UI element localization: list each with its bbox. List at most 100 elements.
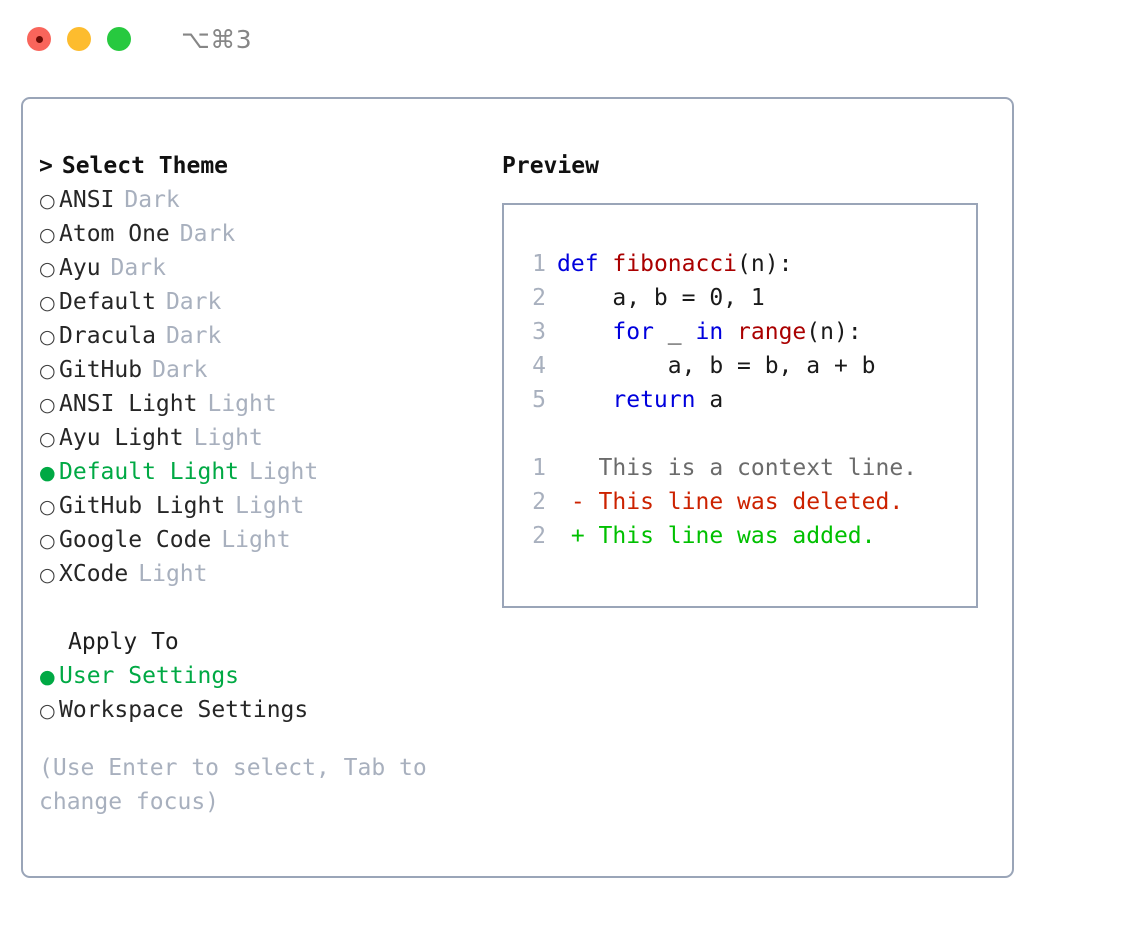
apply-to-option-workspace-settings[interactable]: ○Workspace Settings [39, 693, 489, 727]
radio-unselected-icon: ○ [39, 700, 56, 722]
theme-option-label: Dracula [59, 323, 156, 349]
code-token [557, 387, 612, 413]
diff-line: 2 + This line was added. [522, 519, 976, 553]
theme-variant-tag: Light [193, 425, 263, 451]
theme-option-google-code[interactable]: ○Google Code Light [39, 523, 489, 557]
code-line: 4 a, b = b, a + b [522, 349, 976, 383]
apply-to-option-user-settings[interactable]: ●User Settings [39, 659, 489, 693]
code-token: in [695, 319, 724, 345]
theme-option-default[interactable]: ○Default Dark [39, 285, 489, 319]
diff-line-text: + This line was added. [557, 523, 876, 549]
radio-selected-icon: ● [39, 462, 56, 484]
theme-variant-tag: Dark [165, 289, 222, 315]
code-token [723, 319, 737, 345]
theme-variant-tag: Light [249, 459, 319, 485]
line-number: 1 [532, 455, 546, 481]
theme-option-label: GitHub Light [59, 493, 226, 519]
theme-variant-tag: Dark [110, 255, 166, 281]
line-number: 4 [532, 353, 546, 379]
code-token [599, 251, 613, 277]
code-token: return [612, 387, 696, 413]
theme-variant-tag: Light [207, 391, 277, 417]
code-token: (n): [806, 319, 862, 345]
code-line: 1 def fibonacci(n): [522, 247, 976, 281]
apply-to-option-label: Workspace Settings [59, 697, 309, 723]
theme-option-label: Google Code [59, 527, 212, 553]
code-line: 5 return a [522, 383, 976, 417]
theme-option-ansi[interactable]: ○ANSI Dark [39, 183, 489, 217]
radio-unselected-icon: ○ [39, 326, 56, 348]
theme-variant-tag: Dark [165, 323, 222, 349]
code-token: a [695, 387, 724, 413]
code-token: fibonacci [612, 251, 738, 277]
theme-option-github[interactable]: ○GitHub Dark [39, 353, 489, 387]
code-token: _ [653, 319, 696, 345]
code-token: for [612, 319, 654, 345]
radio-unselected-icon: ○ [39, 360, 56, 382]
code-token: a, b = b, a + b [557, 353, 876, 379]
select-theme-label: Select Theme [61, 153, 229, 179]
theme-option-ayu-light[interactable]: ○Ayu Light Light [39, 421, 489, 455]
diff-line-text: This is a context line. [557, 455, 918, 481]
apply-to-option-list: ●User Settings○Workspace Settings [39, 659, 489, 727]
preview-heading: Preview [502, 153, 599, 179]
radio-unselected-icon: ○ [39, 292, 56, 314]
theme-option-label: GitHub [59, 357, 143, 383]
theme-option-label: Default [59, 289, 156, 315]
line-number: 2 [532, 523, 546, 549]
code-token: def [557, 251, 599, 277]
keyboard-hint: (Use Enter to select, Tab to change focu… [39, 755, 427, 815]
radio-unselected-icon: ○ [39, 190, 56, 212]
theme-variant-tag: Light [221, 527, 291, 553]
radio-unselected-icon: ○ [39, 530, 56, 552]
minimize-button[interactable] [67, 27, 91, 51]
list-spacer [39, 591, 489, 625]
diff-line-text: - This line was deleted. [557, 489, 904, 515]
theme-option-dracula[interactable]: ○Dracula Dark [39, 319, 489, 353]
theme-option-label: Atom One [59, 221, 170, 247]
radio-unselected-icon: ○ [39, 224, 56, 246]
theme-option-label: Ayu Light [59, 425, 184, 451]
code-token: (n): [737, 251, 793, 277]
theme-variant-tag: Dark [124, 187, 180, 213]
theme-variant-tag: Dark [152, 357, 208, 383]
prompt-caret-icon: > [39, 153, 53, 179]
radio-unselected-icon: ○ [39, 428, 56, 450]
theme-option-atom-one[interactable]: ○Atom One Dark [39, 217, 489, 251]
code-diff-separator [522, 417, 976, 451]
line-number: 2 [532, 489, 546, 515]
line-number: 5 [532, 387, 546, 413]
code-token: range [737, 319, 807, 345]
theme-option-label: Ayu [59, 255, 101, 281]
line-number: 3 [532, 319, 546, 345]
diff-sample: 1 This is a context line.2 - This line w… [522, 451, 976, 553]
theme-variant-tag: Dark [179, 221, 236, 247]
theme-option-label: ANSI Light [59, 391, 198, 417]
theme-option-label: ANSI [59, 187, 115, 213]
close-button[interactable] [27, 27, 51, 51]
code-token [557, 319, 612, 345]
zoom-button[interactable] [107, 27, 131, 51]
radio-selected-icon: ● [39, 666, 56, 688]
apply-to-heading: Apply To [68, 629, 179, 655]
radio-unselected-icon: ○ [39, 564, 56, 586]
line-number: 1 [532, 251, 546, 277]
theme-option-label: XCode [59, 561, 129, 587]
diff-line: 1 This is a context line. [522, 451, 976, 485]
diff-line: 2 - This line was deleted. [522, 485, 976, 519]
line-number: 2 [532, 285, 546, 311]
code-line: 2 a, b = 0, 1 [522, 281, 976, 315]
window-titlebar: ⌥⌘3 [0, 0, 1140, 78]
